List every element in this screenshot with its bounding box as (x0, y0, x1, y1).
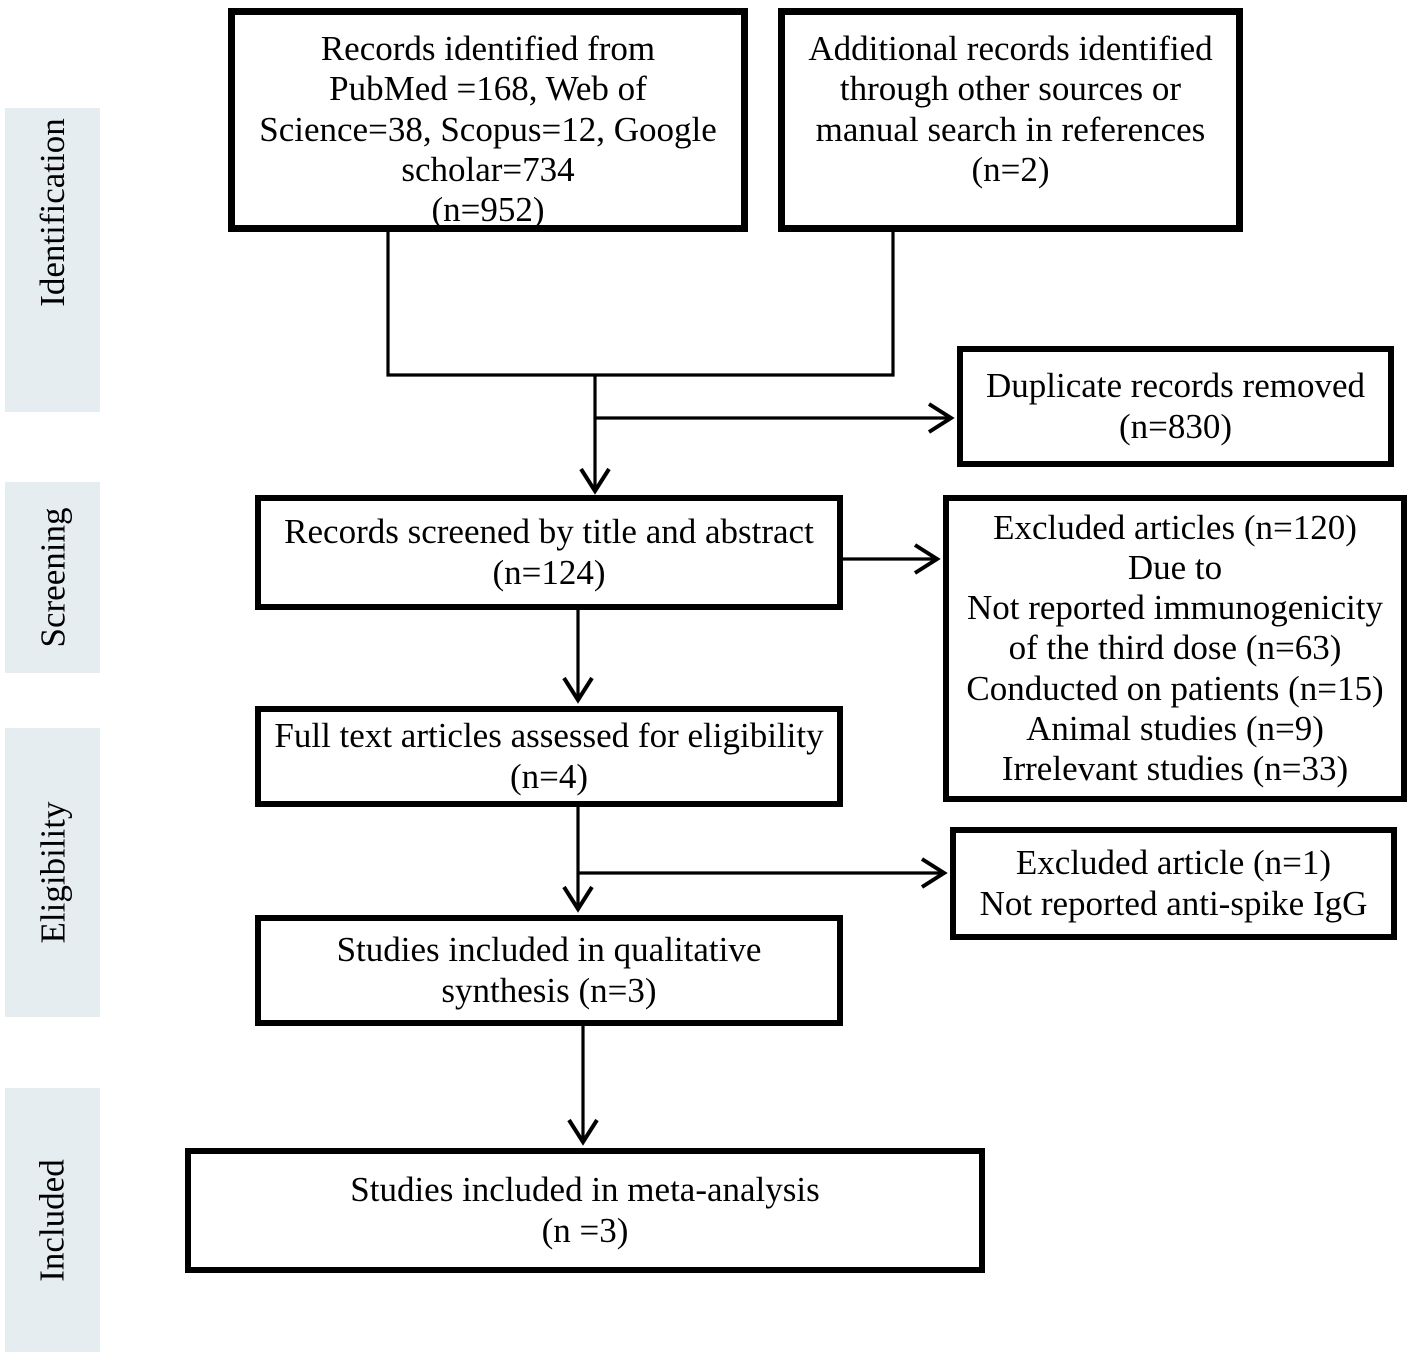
stage-included-label: Included (33, 1158, 73, 1282)
box-records-identified-text: Records identified from PubMed =168, Web… (259, 29, 717, 229)
stage-eligibility-label: Eligibility (33, 801, 73, 944)
stage-screening: Screening (5, 482, 100, 673)
arrow-screened-to-fulltext-head (562, 676, 594, 704)
stage-screening-label: Screening (33, 507, 73, 648)
stage-identification-label: Identification (33, 117, 73, 307)
arrow-fulltext-to-qualitative-head (562, 885, 594, 913)
merge-connector-line (386, 232, 895, 377)
box-additional-records: Additional records identified through ot… (778, 8, 1243, 232)
box-meta-analysis: Studies included in meta-analysis (n =3) (185, 1148, 985, 1273)
box-full-text-assessed: Full text articles assessed for eligibil… (255, 706, 843, 807)
box-duplicates-removed-text: Duplicate records removed (n=830) (985, 366, 1365, 446)
box-additional-records-text: Additional records identified through ot… (808, 29, 1213, 189)
stage-included: Included (5, 1088, 100, 1352)
box-qualitative-synthesis-text: Studies included in qualitative synthesi… (336, 930, 762, 1010)
box-excluded-article: Excluded article (n=1) Not reported anti… (950, 827, 1397, 940)
arrow-qualitative-to-meta-head (567, 1118, 599, 1146)
box-duplicates-removed: Duplicate records removed (n=830) (957, 346, 1394, 467)
box-excluded-article-text: Excluded article (n=1) Not reported anti… (979, 843, 1368, 923)
box-full-text-assessed-text: Full text articles assessed for eligibil… (274, 716, 824, 796)
box-records-identified: Records identified from PubMed =168, Web… (228, 8, 748, 232)
box-excluded-articles-text: Excluded articles (n=120) Due to Not rep… (966, 507, 1384, 789)
arrow-screened-to-excluded-head (913, 543, 941, 575)
box-records-screened-text: Records screened by title and abstract (… (284, 512, 814, 592)
arrow-to-duplicates-head (927, 402, 955, 434)
box-records-screened: Records screened by title and abstract (… (255, 495, 843, 610)
box-qualitative-synthesis: Studies included in qualitative synthesi… (255, 915, 843, 1026)
stage-identification: Identification (5, 108, 100, 412)
stage-eligibility: Eligibility (5, 728, 100, 1017)
box-meta-analysis-text: Studies included in meta-analysis (n =3) (350, 1170, 820, 1250)
arrow-to-excluded-article-head (920, 857, 948, 889)
arrow-merge-to-screened-head (579, 467, 611, 495)
box-excluded-articles: Excluded articles (n=120) Due to Not rep… (943, 495, 1407, 802)
